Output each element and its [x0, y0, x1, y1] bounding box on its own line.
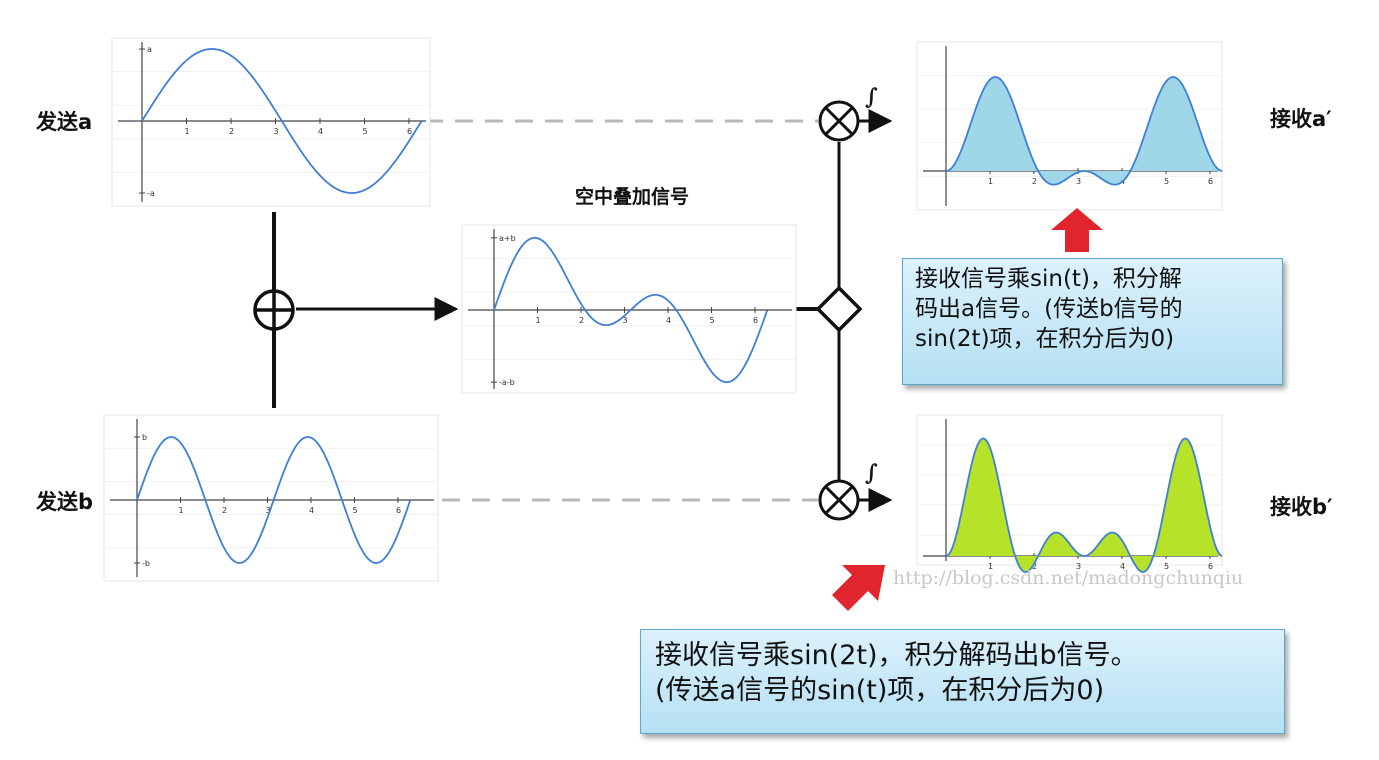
x-tick-label: 2 [579, 316, 584, 325]
x-tick-label: 5 [1164, 177, 1169, 186]
x-tick-label: 6 [753, 316, 758, 325]
callout-a-line-3: sin(2t)项，在积分后为0) [915, 325, 1175, 352]
x-tick-label: 6 [1208, 562, 1213, 571]
x-tick-label: 5 [1164, 562, 1169, 571]
x-tick-label: 5 [710, 316, 715, 325]
plot-send-a: 1 2 3 4 5 6 a -a [111, 37, 431, 207]
y-max-label: a+b [499, 234, 516, 243]
x-tick-label: 4 [666, 316, 671, 325]
curve-line [141, 48, 423, 194]
x-tick-label: 4 [318, 127, 323, 136]
label-send-a: 发送a [35, 110, 92, 134]
x-tick-label: 6 [1208, 177, 1213, 186]
mid-plot-title: 空中叠加信号 [575, 185, 689, 208]
x-tick-label: 6 [407, 127, 412, 136]
summer-symbol [253, 289, 295, 331]
x-tick-label: 6 [396, 506, 401, 515]
plot-frame [103, 414, 439, 582]
red-arrow-diagonal [832, 565, 885, 611]
x-tick-label: 2 [222, 506, 227, 515]
plot-frame [111, 37, 431, 207]
curve-line [136, 436, 412, 564]
y-min-label: -a [147, 189, 155, 198]
x-tick-label: 1 [536, 316, 541, 325]
label-recv-a: 接收a′ [1270, 107, 1332, 131]
x-tick-label: 3 [1076, 562, 1081, 571]
plot-recv-b: 1 2 3 4 5 6 [916, 414, 1223, 573]
callout-decode-a: 接收信号乘sin(t)，积分解 码出a信号。(传送b信号的 sin(2t)项，在… [902, 258, 1283, 385]
x-tick-label: 4 [1120, 562, 1125, 571]
plot-frame [461, 224, 797, 394]
x-tick-label: 5 [353, 506, 358, 515]
plot-send-b: 1 2 3 4 5 6 b -b [103, 414, 439, 582]
y-max-label: b [142, 433, 147, 442]
x-tick-label: 1 [988, 177, 993, 186]
multiplier-b-symbol [818, 479, 860, 521]
curve-line [945, 437, 1223, 573]
label-recv-b: 接收b′ [1270, 495, 1333, 519]
curve-line [493, 236, 769, 384]
x-tick-label: 4 [309, 506, 314, 515]
x-tick-label: 2 [1032, 177, 1037, 186]
x-tick-label: 3 [274, 127, 279, 136]
x-tick-label: 2 [229, 127, 234, 136]
x-tick-label: 3 [266, 506, 271, 515]
callout-decode-b: 接收信号乘sin(2t)，积分解码出b信号。 (传送a信号的sin(t)项，在积… [640, 629, 1285, 734]
x-tick-label: 3 [623, 316, 628, 325]
red-arrow-up [1051, 208, 1103, 252]
integral-label-b: ∫ [865, 460, 878, 486]
curve-line [945, 76, 1223, 186]
callout-a-line-1: 接收信号乘sin(t)，积分解 [915, 266, 1182, 292]
y-min-label: -a-b [499, 378, 515, 387]
y-max-label: a [147, 45, 152, 54]
x-tick-label: 2 [1032, 562, 1037, 571]
x-tick-label: 3 [1076, 177, 1081, 186]
x-tick-label: 1 [185, 127, 190, 136]
x-tick-label: 1 [988, 562, 993, 571]
curve-fill [946, 77, 1223, 185]
label-send-b: 发送b [35, 490, 93, 514]
callout-a-line-2: 码出a信号。(传送b信号的 [915, 295, 1183, 322]
curve-fill [946, 438, 1223, 572]
x-tick-label: 1 [179, 506, 184, 515]
splitter-symbol [815, 285, 863, 333]
callout-b-line-2: (传送a信号的sin(t)项，在积分后为0) [655, 675, 1105, 707]
plot-superposed: 1 2 3 4 5 6 a+b -a-b [461, 224, 797, 394]
integral-label-a: ∫ [865, 84, 878, 110]
watermark: http://blog.csdn.net/madongchunqiu [893, 567, 1243, 589]
multiplier-a-symbol [818, 100, 860, 142]
y-min-label: -b [142, 559, 150, 568]
callout-b-line-1: 接收信号乘sin(2t)，积分解码出b信号。 [655, 640, 1138, 671]
x-tick-label: 5 [363, 127, 368, 136]
